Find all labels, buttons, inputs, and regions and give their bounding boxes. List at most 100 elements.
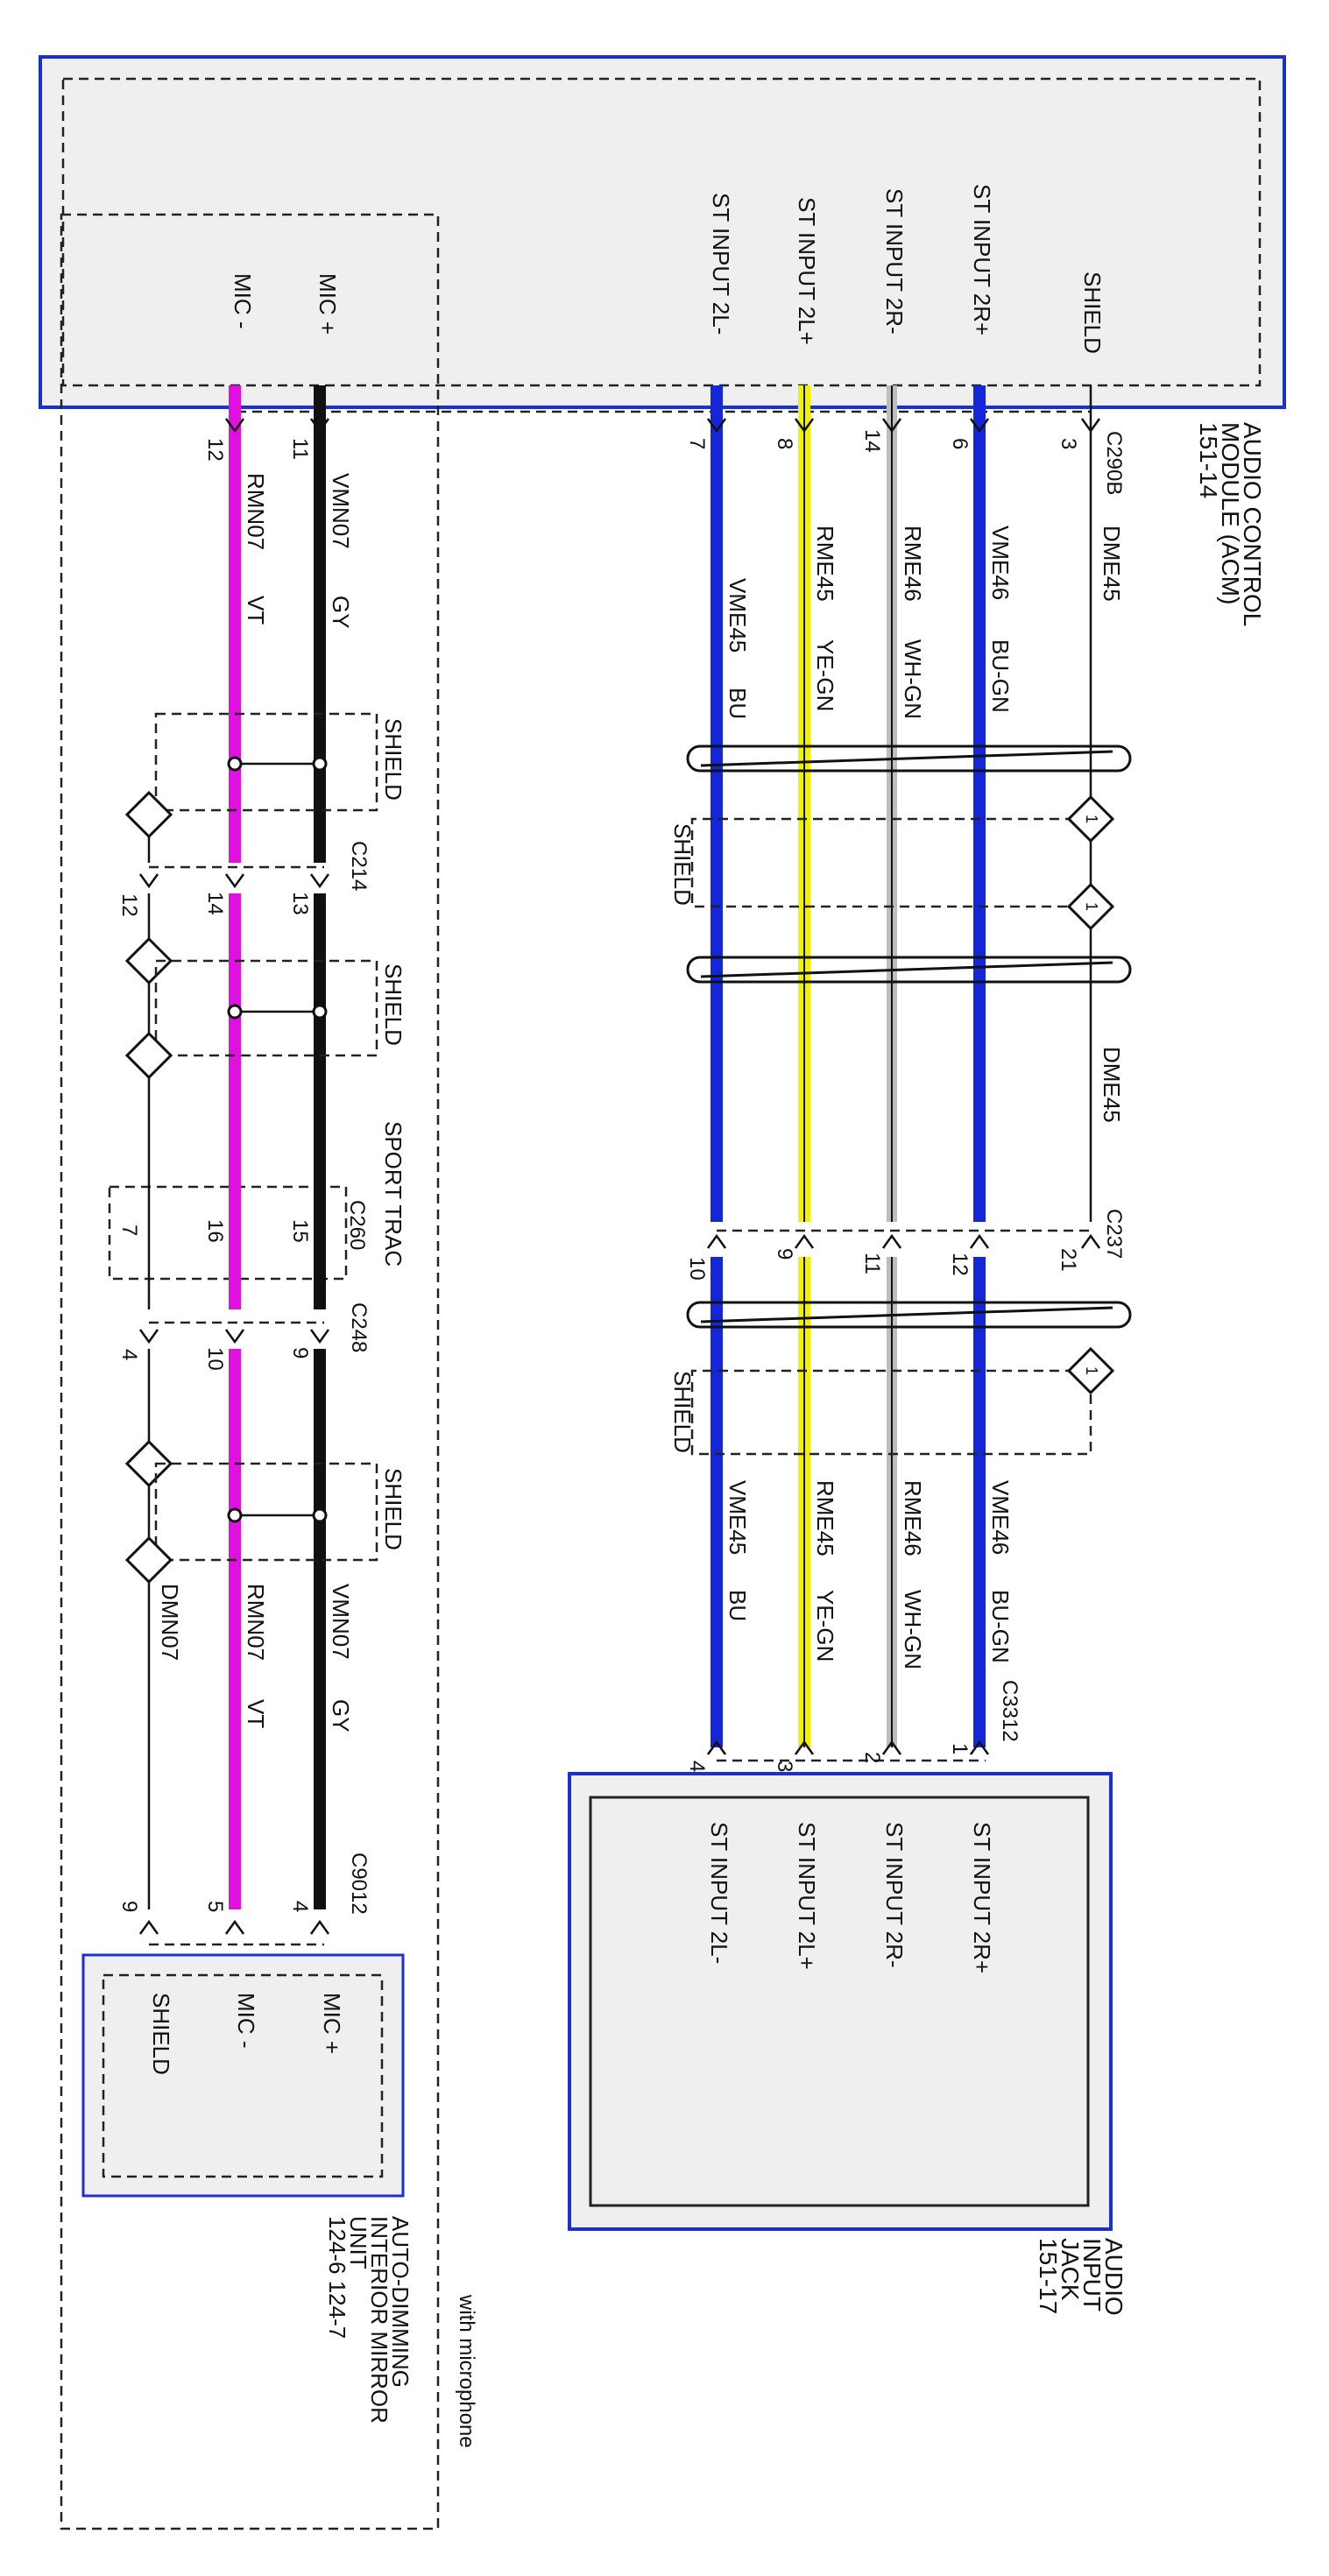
pin-number: 12 xyxy=(948,1253,972,1276)
wire-label: WH-GN xyxy=(900,1590,926,1669)
acm-inner-dashed xyxy=(61,77,1262,387)
connector-c3312: C3312 xyxy=(998,1680,1021,1742)
mirror-unit-label: AUTO-DIMMING INTERIOR MIRROR UNIT 124-6 … xyxy=(324,2216,414,2424)
wire-label: DME45 xyxy=(1099,1047,1125,1123)
wire-label: DMN07 xyxy=(157,1584,183,1661)
pin-number: 12 xyxy=(117,893,141,917)
audio-jack-inner xyxy=(589,1796,1090,2207)
svg-text:AUTO-DIMMING: AUTO-DIMMING xyxy=(387,2216,414,2388)
pin-number: 13 xyxy=(288,892,312,915)
pin-arrows xyxy=(138,418,1101,1935)
mirror-pin-mic-plus: MIC + xyxy=(319,1993,345,2054)
mic-shield-3 xyxy=(124,1439,378,1584)
pin-number: 3 xyxy=(773,1761,796,1772)
mirror-unit-box xyxy=(81,1953,405,2198)
pin-number: 8 xyxy=(773,438,796,449)
mic-option-dashed-region xyxy=(60,213,440,2530)
wire-label: BU xyxy=(725,1590,751,1621)
pin-number: 2 xyxy=(860,1752,884,1763)
mic-shield-2 xyxy=(124,936,378,1080)
pin-number: 9 xyxy=(773,1248,796,1260)
connector-c248: C248 xyxy=(347,1302,371,1352)
sport-trac-note: SPORT TRAC xyxy=(380,1121,406,1267)
mic-shield-label-3: SHIELD xyxy=(380,1468,406,1550)
mirror-pin-mic-minus: MIC - xyxy=(233,1993,259,2049)
acm-pin-2r-plus: ST INPUT 2R+ xyxy=(969,184,995,335)
svg-text:1: 1 xyxy=(1083,902,1100,911)
wire-label: YE-GN xyxy=(812,639,838,711)
audio-shield-1: 1 1 xyxy=(690,794,1115,931)
mic-shield-label-2: SHIELD xyxy=(380,963,406,1046)
svg-text:MODULE (ACM): MODULE (ACM) xyxy=(1217,422,1244,604)
wire-label: DME45 xyxy=(1099,526,1125,602)
wire-label: VME45 xyxy=(725,1480,751,1555)
pin-number: 16 xyxy=(203,1219,227,1243)
wire-label: VMN07 xyxy=(328,473,354,549)
wire-label: GY xyxy=(328,1699,354,1733)
wire-label: BU-GN xyxy=(987,1590,1014,1663)
jack-pin-2l-plus: ST INPUT 2L+ xyxy=(794,1822,820,1970)
wire-label: WH-GN xyxy=(900,639,926,719)
wire-label: VME46 xyxy=(987,526,1014,600)
pin-number: 11 xyxy=(288,438,312,460)
audio-twist-2 xyxy=(686,956,1132,984)
audio-shield-label-2: SHIELD xyxy=(669,1371,696,1453)
jack-pin-2r-minus: ST INPUT 2R- xyxy=(881,1822,908,1968)
acm-module-box xyxy=(39,55,1286,409)
audio-twist-3 xyxy=(686,1301,1132,1329)
svg-text:JACK: JACK xyxy=(1057,2238,1084,2301)
pin-number: 1 xyxy=(948,1743,972,1754)
pin-number: 4 xyxy=(117,1349,141,1360)
wire-label: BU xyxy=(725,688,751,719)
wire-label: RME46 xyxy=(900,1480,926,1556)
audio-jack-label: AUDIO INPUT JACK 151-17 xyxy=(1035,2238,1128,2316)
pin-number: 3 xyxy=(1057,438,1080,449)
svg-text:AUDIO: AUDIO xyxy=(1100,2238,1128,2316)
mic-shield-1 xyxy=(124,712,378,863)
c260-connector-box xyxy=(108,1185,348,1281)
svg-text:151-14: 151-14 xyxy=(1195,422,1222,498)
svg-text:151-17: 151-17 xyxy=(1035,2238,1062,2314)
acm-label: AUDIO CONTROL MODULE (ACM) 151-14 xyxy=(1195,422,1266,626)
acm-pin-mic-plus: MIC + xyxy=(315,273,341,335)
pin-number: 4 xyxy=(685,1761,709,1772)
pin-number: 10 xyxy=(685,1257,709,1281)
wire-label: VME45 xyxy=(725,578,751,653)
pin-number: 6 xyxy=(948,438,972,449)
wire-label: VT xyxy=(243,1699,269,1728)
pin-number: 10 xyxy=(203,1347,227,1371)
wire-label: RME45 xyxy=(812,1480,838,1556)
pin-number: 14 xyxy=(203,892,227,915)
connector-c214: C214 xyxy=(347,841,371,891)
jack-pin-2l-minus: ST INPUT 2L- xyxy=(706,1822,732,1964)
wire-label: VT xyxy=(243,596,269,625)
audio-twist-1 xyxy=(686,745,1132,773)
acm-pin-mic-minus: MIC - xyxy=(230,273,256,329)
pin-number: 4 xyxy=(288,1901,312,1912)
wire-label: BU-GN xyxy=(987,639,1014,713)
svg-text:AUDIO CONTROL: AUDIO CONTROL xyxy=(1239,422,1266,626)
wire-label: YE-GN xyxy=(812,1590,838,1662)
audio-shield-label-1: SHIELD xyxy=(669,823,696,906)
svg-text:1: 1 xyxy=(1083,1366,1100,1375)
connector-c237: C237 xyxy=(1102,1209,1126,1259)
wire-label: GY xyxy=(328,596,354,629)
connector-c260: C260 xyxy=(345,1200,369,1250)
mirror-pin-shield: SHIELD xyxy=(148,1993,174,2075)
wire-label: RME45 xyxy=(812,526,838,602)
wire-label: RMN07 xyxy=(243,473,269,550)
acm-pin-2l-plus: ST INPUT 2L+ xyxy=(794,197,820,345)
pin-number: 14 xyxy=(860,429,884,453)
acm-pin-2l-minus: ST INPUT 2L- xyxy=(708,193,734,335)
connector-c290b: C290B xyxy=(1102,431,1126,495)
svg-text:INPUT: INPUT xyxy=(1078,2238,1106,2311)
pin-number: 11 xyxy=(860,1253,884,1274)
pin-number: 12 xyxy=(203,438,227,462)
pin-number: 15 xyxy=(288,1219,312,1243)
pin-number: 21 xyxy=(1057,1248,1080,1272)
svg-text:INTERIOR MIRROR: INTERIOR MIRROR xyxy=(366,2216,392,2424)
jack-pin-2r-plus: ST INPUT 2R+ xyxy=(969,1822,995,1973)
wire-label: RMN07 xyxy=(243,1584,269,1661)
acm-pin-shield: SHIELD xyxy=(1079,272,1106,354)
